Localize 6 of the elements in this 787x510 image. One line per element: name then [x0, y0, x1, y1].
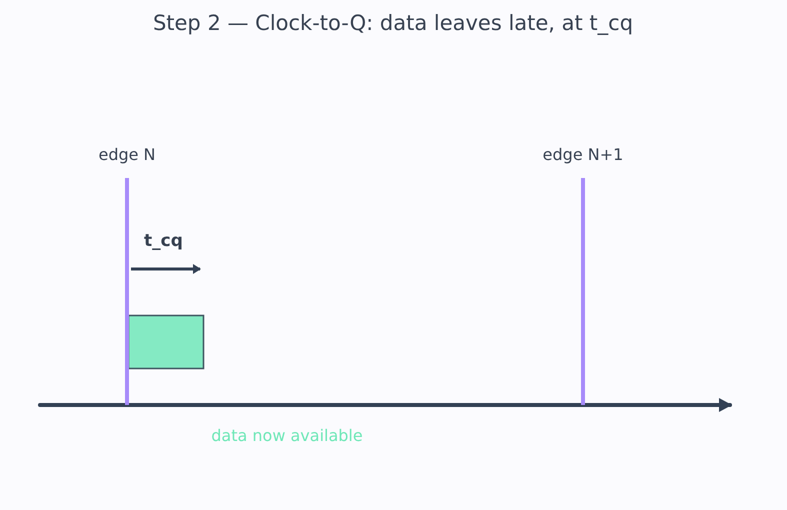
annotation-text: data now available — [211, 426, 363, 446]
clock-edge-label: edge N — [98, 145, 156, 165]
delay-label: t_cq — [144, 230, 183, 252]
data-valid-bar — [128, 314, 204, 370]
clock-edge-label: edge N+1 — [542, 145, 624, 165]
diagram-title: Step 2 — Clock-to-Q: data leaves late, at t_cq — [152, 11, 634, 36]
